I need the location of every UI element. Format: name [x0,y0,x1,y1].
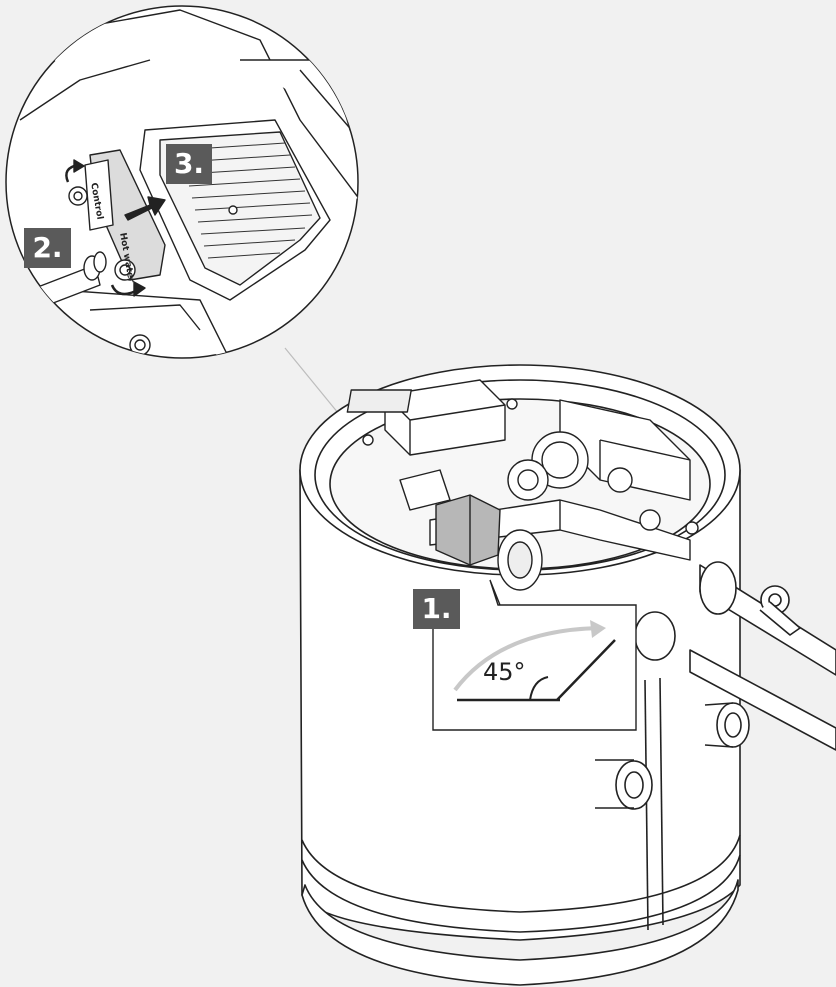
angle-label: 45° [483,658,526,686]
step-2-badge: 2. [24,228,71,268]
internal-components [346,379,699,591]
step-1-badge: 1. [413,589,460,629]
step-3-badge: 3. [166,144,212,184]
angle-callout [432,579,637,731]
external-pipes [595,561,836,810]
